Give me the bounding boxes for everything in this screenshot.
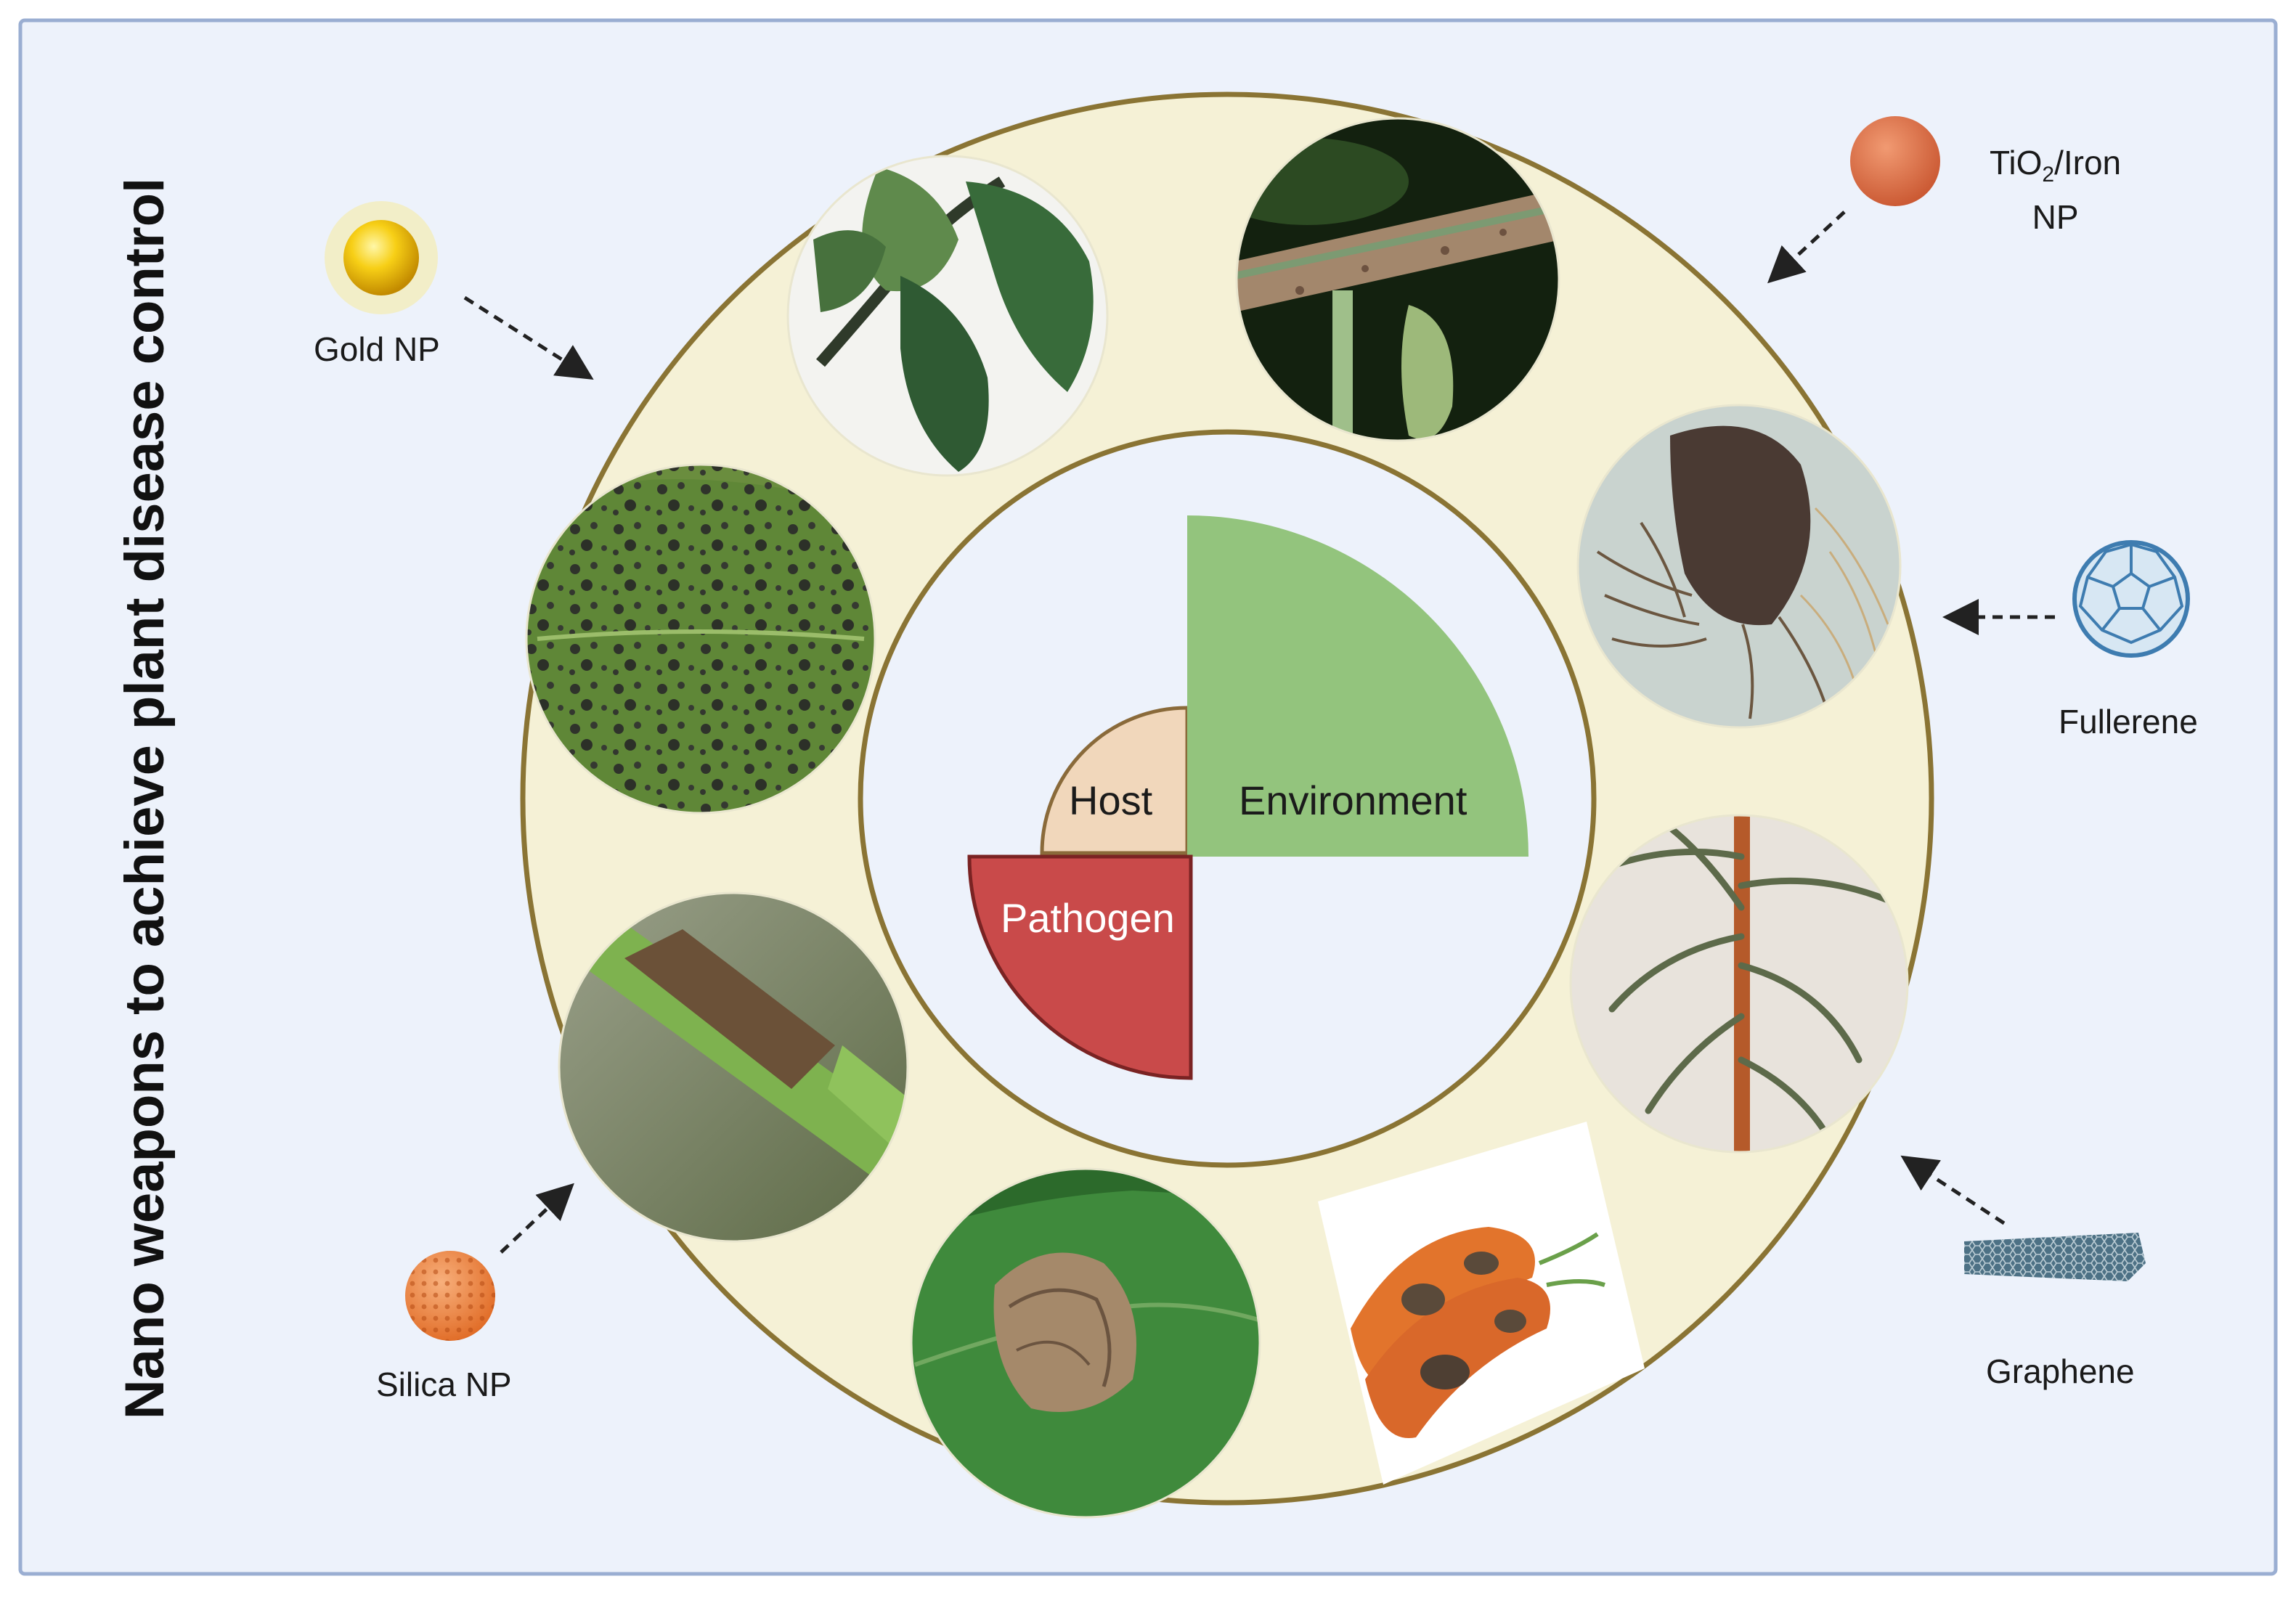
stem-blight-photo bbox=[559, 893, 908, 1241]
arrows bbox=[463, 211, 2055, 1254]
photo-frame-6 bbox=[910, 1167, 1261, 1519]
photo-frame-4 bbox=[1569, 814, 1909, 1154]
leaf-blight-photo bbox=[911, 1169, 1260, 1517]
tio2-iron-np-label: TiO2/Iron NP bbox=[1990, 142, 2121, 238]
environment-quadrant bbox=[1187, 515, 1528, 857]
photo-frame-1 bbox=[786, 155, 1109, 477]
tio2-text: TiO bbox=[1990, 144, 2043, 181]
graphene-label: Graphene bbox=[1986, 1352, 2135, 1390]
leaf-spot-photo bbox=[526, 465, 875, 813]
wilted-leaf-photo bbox=[788, 156, 1107, 475]
environment-label: Environment bbox=[1239, 777, 1467, 823]
tio2-iron-np-icon bbox=[1850, 116, 1940, 206]
gold-np-label: Gold NP bbox=[314, 330, 440, 368]
stalk-rust-photo bbox=[1571, 815, 1908, 1152]
graphene-arrow bbox=[1900, 1155, 2006, 1225]
tio2-arrow bbox=[1767, 211, 1846, 284]
photo-frame-3 bbox=[1576, 404, 1902, 729]
host-quadrant bbox=[1040, 706, 1189, 855]
fullerene-icon bbox=[2072, 540, 2190, 658]
stem-canker-photo bbox=[1237, 118, 1559, 441]
gold-arrow bbox=[463, 295, 594, 380]
root-rot-photo bbox=[1578, 405, 1900, 727]
silica-np-icon bbox=[405, 1251, 495, 1341]
pathogen-quadrant bbox=[967, 854, 1193, 1080]
fullerene-label: Fullerene bbox=[2059, 703, 2198, 740]
silica-np-label: Silica NP bbox=[376, 1366, 512, 1403]
pathogen-label: Pathogen bbox=[1001, 895, 1175, 941]
graphene-icon bbox=[1964, 1233, 2146, 1281]
gold-np-icon bbox=[325, 201, 438, 314]
np-text: NP bbox=[2032, 198, 2079, 237]
tio2-subscript: 2 bbox=[2042, 163, 2055, 187]
side-title: Nano weapons to achieve plant disease co… bbox=[114, 177, 176, 1420]
photo-frame-7 bbox=[558, 891, 909, 1243]
silica-arrow bbox=[500, 1183, 574, 1254]
photo-frame-2 bbox=[1235, 117, 1560, 442]
host-label: Host bbox=[1069, 777, 1153, 823]
photo-frame-8 bbox=[525, 463, 876, 815]
iron-text: /Iron bbox=[2054, 144, 2122, 181]
